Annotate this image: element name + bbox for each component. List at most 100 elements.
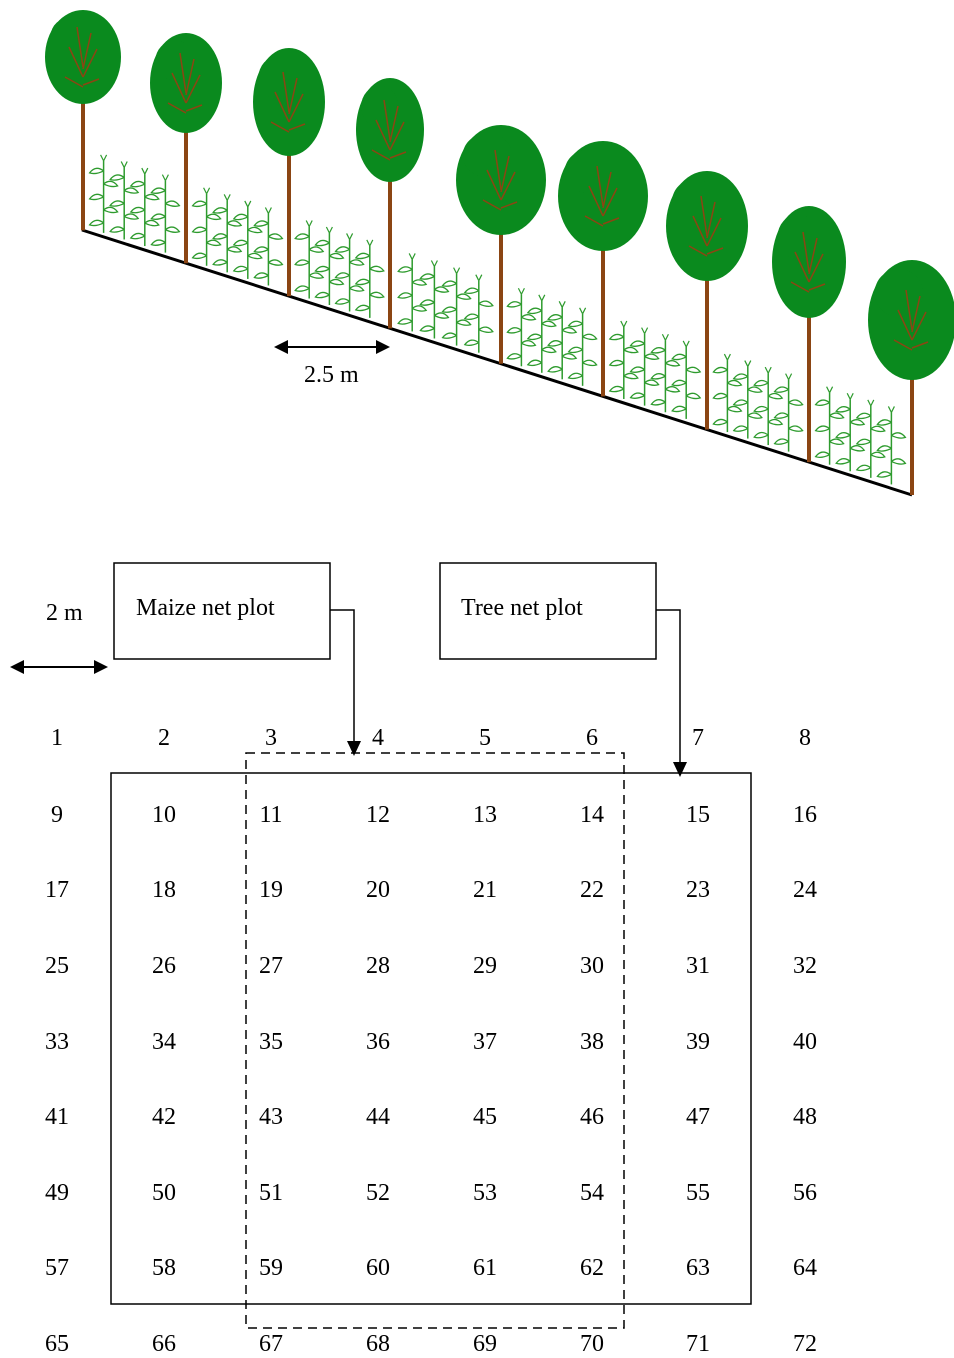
grid-position-number: 26: [152, 953, 176, 979]
maize-plant: [773, 373, 804, 452]
grid-position-number: 19: [259, 877, 283, 903]
grid-position-number: 18: [152, 877, 176, 903]
tree: [456, 125, 546, 364]
grid-position-number: 57: [45, 1255, 69, 1281]
grid-position-number: 53: [473, 1180, 497, 1206]
grid-position-number: 25: [45, 953, 69, 979]
maize-plant: [526, 294, 557, 373]
maize-plant: [253, 207, 284, 286]
tree-net-plot-label: Tree net plot: [461, 595, 583, 621]
maize-plant: [835, 393, 866, 472]
maize-plant: [629, 327, 660, 406]
tree: [772, 206, 846, 463]
grid-position-number: 48: [793, 1104, 817, 1130]
grid-position-number: 55: [686, 1180, 710, 1206]
grid-position-number: 62: [580, 1255, 604, 1281]
maize-plant: [506, 288, 537, 367]
maize-net-plot-callout: Maize net plot: [113, 562, 361, 756]
maize-plant: [419, 260, 450, 339]
grid-position-number: 70: [580, 1331, 604, 1357]
grid-position-number: 39: [686, 1029, 710, 1055]
grid-position-number: 64: [793, 1255, 817, 1281]
grid-position-number: 47: [686, 1104, 710, 1130]
grid-position-number: 4: [372, 725, 384, 751]
row-spacing-label: 2.5 m: [304, 362, 359, 388]
grid-position-number: 72: [793, 1331, 817, 1357]
grid-position-number: 32: [793, 953, 817, 979]
slope-ground-line: [81, 228, 913, 497]
grid-position-number: 29: [473, 953, 497, 979]
grid-position-number: 71: [686, 1331, 710, 1357]
maize-plant: [354, 239, 385, 318]
tree: [666, 171, 748, 430]
grid-position-number: 44: [366, 1104, 390, 1130]
grid-position-number: 58: [152, 1255, 176, 1281]
grid-position-number: 16: [793, 802, 817, 828]
tree-net-plot-boundary: [110, 772, 752, 1305]
grid-position-number: 68: [366, 1331, 390, 1357]
maize-net-plot-label: Maize net plot: [136, 595, 275, 621]
grid-position-number: 69: [473, 1331, 497, 1357]
grid-position-number: 42: [152, 1104, 176, 1130]
grid-position-number: 49: [45, 1180, 69, 1206]
maize-plant: [608, 320, 639, 399]
grid-position-number: 12: [366, 802, 390, 828]
maize-plant: [88, 154, 119, 233]
maize-plant: [397, 253, 428, 332]
grid-position-number: 37: [473, 1029, 497, 1055]
grid-position-number: 38: [580, 1029, 604, 1055]
tree: [868, 260, 954, 495]
row-spacing-scale: 2.5 m: [274, 340, 390, 388]
tree: [558, 141, 648, 397]
grid-position-number: 24: [793, 877, 817, 903]
maize-plant: [753, 366, 784, 446]
grid-position-number: 8: [799, 725, 811, 751]
grid-position-number: 66: [152, 1331, 176, 1357]
grid-position-number: 20: [366, 877, 390, 903]
maize-net-plot-boundary: [245, 752, 625, 1329]
maize-plant: [671, 340, 702, 419]
maize-plant: [191, 187, 222, 266]
maize-plant: [334, 233, 365, 312]
grid-position-number: 31: [686, 953, 710, 979]
maize-plant: [732, 360, 763, 439]
maize-plant: [463, 274, 494, 353]
grid-position-number: 67: [259, 1331, 283, 1357]
maize-plant: [855, 399, 886, 478]
grid-position-number: 33: [45, 1029, 69, 1055]
grid-position-number: 41: [45, 1104, 69, 1130]
grid-position-number: 34: [152, 1029, 176, 1055]
grid-position-number: 2: [158, 725, 170, 751]
maize-plant: [547, 301, 578, 380]
maize-plant: [294, 220, 325, 299]
grid-position-number: 13: [473, 802, 497, 828]
grid-position-number: 10: [152, 802, 176, 828]
maize-plant: [441, 267, 472, 346]
grid-position-number: 9: [51, 802, 63, 828]
grid-position-number: 5: [479, 725, 491, 751]
tree: [45, 10, 121, 231]
grid-position-number: 56: [793, 1180, 817, 1206]
grid-position-number: 15: [686, 802, 710, 828]
grid-position-number: 6: [586, 725, 598, 751]
grid-position-number: 35: [259, 1029, 283, 1055]
maize-plant: [150, 174, 181, 253]
grid-position-number: 23: [686, 877, 710, 903]
maize-plant: [567, 307, 598, 386]
maize-plant: [814, 386, 845, 465]
grid-position-number: 52: [366, 1180, 390, 1206]
grid-position-number: 45: [473, 1104, 497, 1130]
grid-position-number: 40: [793, 1029, 817, 1055]
grid-position-number: 22: [580, 877, 604, 903]
tree-row: [45, 10, 954, 495]
maize-plant: [650, 333, 681, 413]
grid-position-number: 14: [580, 802, 604, 828]
maize-plant: [232, 200, 263, 279]
maize-rows: [88, 154, 907, 485]
grid-spacing-scale: 2 m: [10, 600, 108, 674]
grid-position-number: 65: [45, 1331, 69, 1357]
hillside-illustration: [45, 10, 954, 497]
grid-position-number: 27: [259, 953, 283, 979]
